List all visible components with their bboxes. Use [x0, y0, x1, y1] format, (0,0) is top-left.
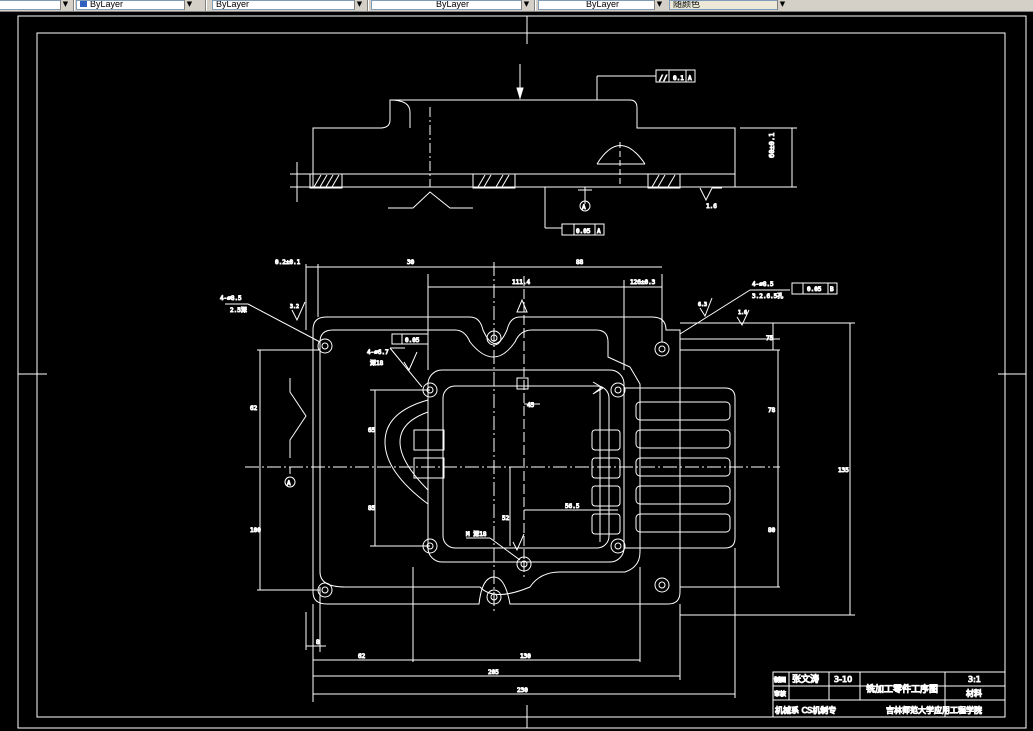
dim-bottom-62: 62 — [358, 653, 366, 660]
tb-title: 铣加工零件工序图 — [866, 683, 938, 695]
dim-top-height: 60±0.1 — [768, 133, 776, 158]
toolbar-separator — [73, 0, 75, 11]
tb-role-draw: 制图 — [774, 676, 786, 684]
pos-right: 0.05 — [807, 286, 822, 293]
dim-126: 126±0.3 — [630, 279, 656, 286]
datum-label-b: A — [287, 480, 291, 487]
flat2-value: 0.05 — [576, 228, 591, 235]
dim-bottom-130: 130 — [520, 653, 531, 660]
linetype-value: ByLayer — [216, 0, 250, 9]
tb-material: 材料 — [966, 688, 982, 698]
pos-inner: 0.05 — [405, 337, 420, 344]
flatness-datum: A — [688, 75, 692, 82]
dim-left-100: 100 — [250, 527, 261, 534]
dim-left-62: 62 — [250, 405, 258, 412]
title-block — [772, 671, 1006, 718]
plotstyle-value: ByLayer — [585, 0, 620, 9]
tb-scale: 3:1 — [968, 675, 981, 684]
sheet-inner-border — [36, 32, 1006, 718]
dim-45: 45 — [527, 402, 535, 409]
layer-dropdown[interactable]: ByLayer — [76, 0, 194, 10]
thread-note: M 深18 — [466, 530, 487, 538]
datum-label-a: A — [582, 204, 586, 211]
dim-bottom-205: 205 — [488, 669, 499, 676]
tb-name: 张文涛 — [792, 673, 819, 685]
hole-left-note: 4-∅8.5 — [220, 295, 242, 302]
properties-toolbar: ▼ ByLayer ▼ ByLayer ▼ ByLayer ▼ ByLayer … — [0, 0, 1033, 12]
plotstyle-dropdown[interactable]: ByLayer — [538, 0, 664, 10]
dim-56-5: 56.5 — [565, 503, 580, 510]
pos-right-datum: B — [830, 286, 834, 293]
linetype-dropdown[interactable]: ByLayer — [212, 0, 364, 10]
chevron-down-icon[interactable]: ▼ — [354, 0, 364, 10]
dim-65: 65 — [368, 427, 376, 434]
front-view — [290, 64, 797, 236]
tb-school: 吉林师范大学应用工程学院 — [886, 705, 982, 715]
tb-date: 3-10 — [834, 675, 852, 684]
chevron-down-icon[interactable]: ▼ — [654, 0, 664, 10]
toolbar-separator — [205, 0, 207, 11]
plan-view — [225, 262, 855, 702]
dim-85: 85 — [368, 505, 376, 512]
hole-right-note-2: 3.2.6.5孔 — [752, 292, 783, 300]
lineweight-value: ByLayer — [435, 0, 470, 9]
inner-hole-note: 4-∅6.7 — [367, 349, 389, 356]
hole-left-note-2: 2.5深 — [230, 306, 247, 314]
ra-32: 3.2 — [290, 304, 299, 310]
chevron-down-icon[interactable]: ▼ — [60, 0, 70, 10]
chevron-down-icon[interactable]: ▼ — [521, 0, 531, 10]
chevron-down-icon[interactable]: ▼ — [184, 0, 194, 10]
tb-role-check: 审核 — [774, 690, 786, 698]
dim-right-78: 78 — [768, 407, 776, 414]
flatness-symbol: // — [659, 74, 667, 82]
ra-16: 1.6 — [738, 310, 747, 316]
layer-icon — [80, 1, 87, 7]
sheet-outer-border — [17, 15, 1027, 729]
dim-bottom-230: 230 — [517, 687, 528, 694]
dim-right-80: 80 — [768, 527, 776, 534]
dim-30: 30 — [407, 259, 415, 266]
ra-side: 1.6 — [706, 203, 717, 210]
dim-8: 8 — [316, 639, 320, 646]
inner-hole-note-2: 深18 — [370, 359, 384, 367]
dim-52: 52 — [502, 515, 510, 522]
centering-marks — [18, 16, 1026, 728]
plot-color-value: 随颜色 — [673, 0, 701, 9]
ra-63: 6.3 — [698, 302, 707, 308]
tb-dept: 机械系 CS机制专 — [775, 705, 836, 715]
drawing-canvas[interactable]: 60±0.1 // 0.1 A A 0.05 A 1.6 — [0, 12, 1033, 731]
dim-111: 111.4 — [512, 279, 530, 286]
dim-88: 88 — [576, 259, 584, 266]
toolbar-separator — [367, 0, 369, 11]
dim-right-75: 75 — [766, 335, 774, 342]
flat2-datum: A — [597, 228, 601, 235]
dim-right-135: 135 — [838, 467, 849, 474]
flatness-value: 0.1 — [673, 75, 684, 82]
toolbar-separator — [534, 0, 536, 11]
chevron-down-icon[interactable]: ▼ — [777, 0, 787, 10]
layer-value: ByLayer — [90, 0, 124, 9]
color-dropdown[interactable] — [0, 0, 68, 10]
plot-color-dropdown[interactable]: 随颜色 — [669, 0, 787, 10]
hatch-slot — [309, 173, 681, 189]
hole-right-note: 4-∅8.5 — [752, 281, 774, 288]
dim-0-2: 0.2±0.1 — [275, 259, 301, 266]
lineweight-dropdown[interactable]: ByLayer — [371, 0, 531, 10]
